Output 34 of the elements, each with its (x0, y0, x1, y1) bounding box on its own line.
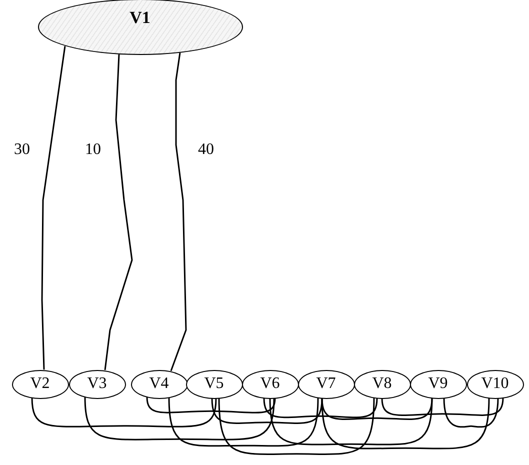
ellipse-node (410, 370, 466, 398)
connector-line (41, 46, 66, 370)
connector-line (146, 397, 276, 414)
connector-line (84, 397, 275, 440)
connector-line (170, 52, 187, 372)
node-label: V3 (87, 375, 107, 393)
connector-line (381, 398, 504, 416)
node-label: V7 (316, 375, 336, 393)
connector-line (443, 398, 499, 428)
node-label: V2 (30, 375, 50, 393)
connector-line (31, 398, 217, 428)
node-label: V1 (130, 8, 150, 28)
connector-line (211, 398, 323, 424)
ellipse-node (354, 370, 410, 398)
ellipse-node (130, 370, 188, 398)
node-label: V4 (149, 375, 169, 393)
node-label: V5 (204, 375, 224, 393)
connector-line (104, 54, 133, 370)
ellipse-node (466, 370, 524, 398)
connector-line (218, 398, 375, 455)
node-label: V8 (372, 375, 392, 393)
ellipse-node (298, 370, 354, 398)
connector-line (263, 398, 378, 418)
ellipse-node (186, 370, 242, 398)
connector-line (168, 398, 319, 447)
ellipse-node (68, 370, 126, 398)
ellipse-node (12, 370, 68, 398)
connector-line (321, 398, 490, 450)
node-label: V6 (260, 375, 280, 393)
connector-line (321, 398, 433, 420)
node-label: V10 (481, 375, 509, 393)
node-label: V9 (428, 375, 448, 393)
ellipse-node (242, 370, 298, 398)
connector-line (269, 398, 433, 446)
